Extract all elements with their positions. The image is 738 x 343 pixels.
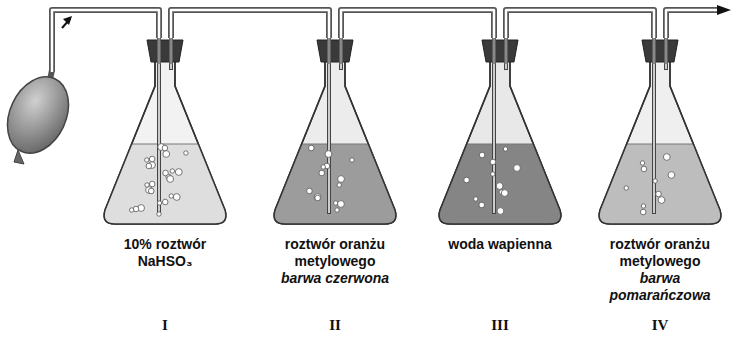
flask-drawing bbox=[590, 38, 730, 230]
flask-number: II bbox=[329, 317, 341, 338]
rubber-stopper bbox=[482, 40, 518, 62]
flask-number: III bbox=[491, 317, 509, 338]
flask-glass bbox=[439, 56, 561, 224]
flask: 10% roztwór NaHSO₃ I bbox=[95, 38, 235, 338]
rubber-stopper bbox=[642, 40, 678, 62]
flask-drawing bbox=[430, 38, 570, 230]
solution-label: roztwór oranżu metylowego bbox=[268, 236, 402, 270]
flask-liquid bbox=[439, 144, 561, 224]
flow-arrow bbox=[62, 16, 72, 28]
gas-outlet-tube bbox=[664, 38, 668, 70]
glass-tube bbox=[171, 10, 329, 38]
outlet-tube bbox=[666, 5, 731, 38]
gas-bubbles bbox=[129, 144, 188, 217]
color-note: barwa czerwona bbox=[281, 270, 389, 287]
rubber-bulb bbox=[0, 67, 80, 164]
flask: woda wapiennaIII bbox=[430, 38, 570, 338]
flask-glass bbox=[104, 56, 226, 224]
gas-bubbles bbox=[624, 154, 675, 215]
gas-outlet-tube bbox=[169, 38, 173, 70]
flask-number: I bbox=[162, 317, 168, 338]
rubber-stopper bbox=[317, 40, 353, 62]
glass-tube-highlight bbox=[341, 10, 494, 38]
flask-drawing bbox=[265, 38, 405, 230]
gas-bubbles bbox=[307, 145, 355, 212]
gas-inlet-tube bbox=[492, 38, 496, 214]
flask: roztwór oranżu metylowegobarwa pomarańcz… bbox=[590, 38, 730, 338]
flask-glass bbox=[274, 56, 396, 224]
solution-label: woda wapienna bbox=[448, 236, 551, 253]
gas-outlet-tube bbox=[339, 38, 343, 70]
flask-glass bbox=[599, 56, 721, 224]
gas-inlet-tube bbox=[157, 38, 161, 214]
solution-label: roztwór oranżu metylowego bbox=[593, 236, 727, 270]
flask: roztwór oranżu metylowegobarwa czerwonaI… bbox=[265, 38, 405, 338]
flask-liquid bbox=[599, 144, 721, 224]
gas-inlet-tube bbox=[327, 38, 331, 214]
color-note: barwa pomarańczowa bbox=[593, 270, 727, 304]
glass-tube-highlight bbox=[506, 10, 654, 38]
rubber-stopper bbox=[147, 40, 183, 62]
gas-inlet-tube bbox=[652, 38, 656, 214]
solution-label: 10% roztwór NaHSO₃ bbox=[98, 236, 232, 270]
glass-tube-highlight bbox=[171, 10, 329, 38]
gas-bubbles bbox=[464, 147, 521, 215]
flask-number: IV bbox=[652, 317, 669, 338]
flask-liquid bbox=[104, 144, 226, 224]
glass-tube bbox=[506, 10, 654, 38]
glass-tube bbox=[341, 10, 494, 38]
flask-liquid bbox=[274, 144, 396, 224]
inlet-tube bbox=[52, 10, 159, 72]
gas-outlet-tube bbox=[504, 38, 508, 70]
flask-drawing bbox=[95, 38, 235, 230]
